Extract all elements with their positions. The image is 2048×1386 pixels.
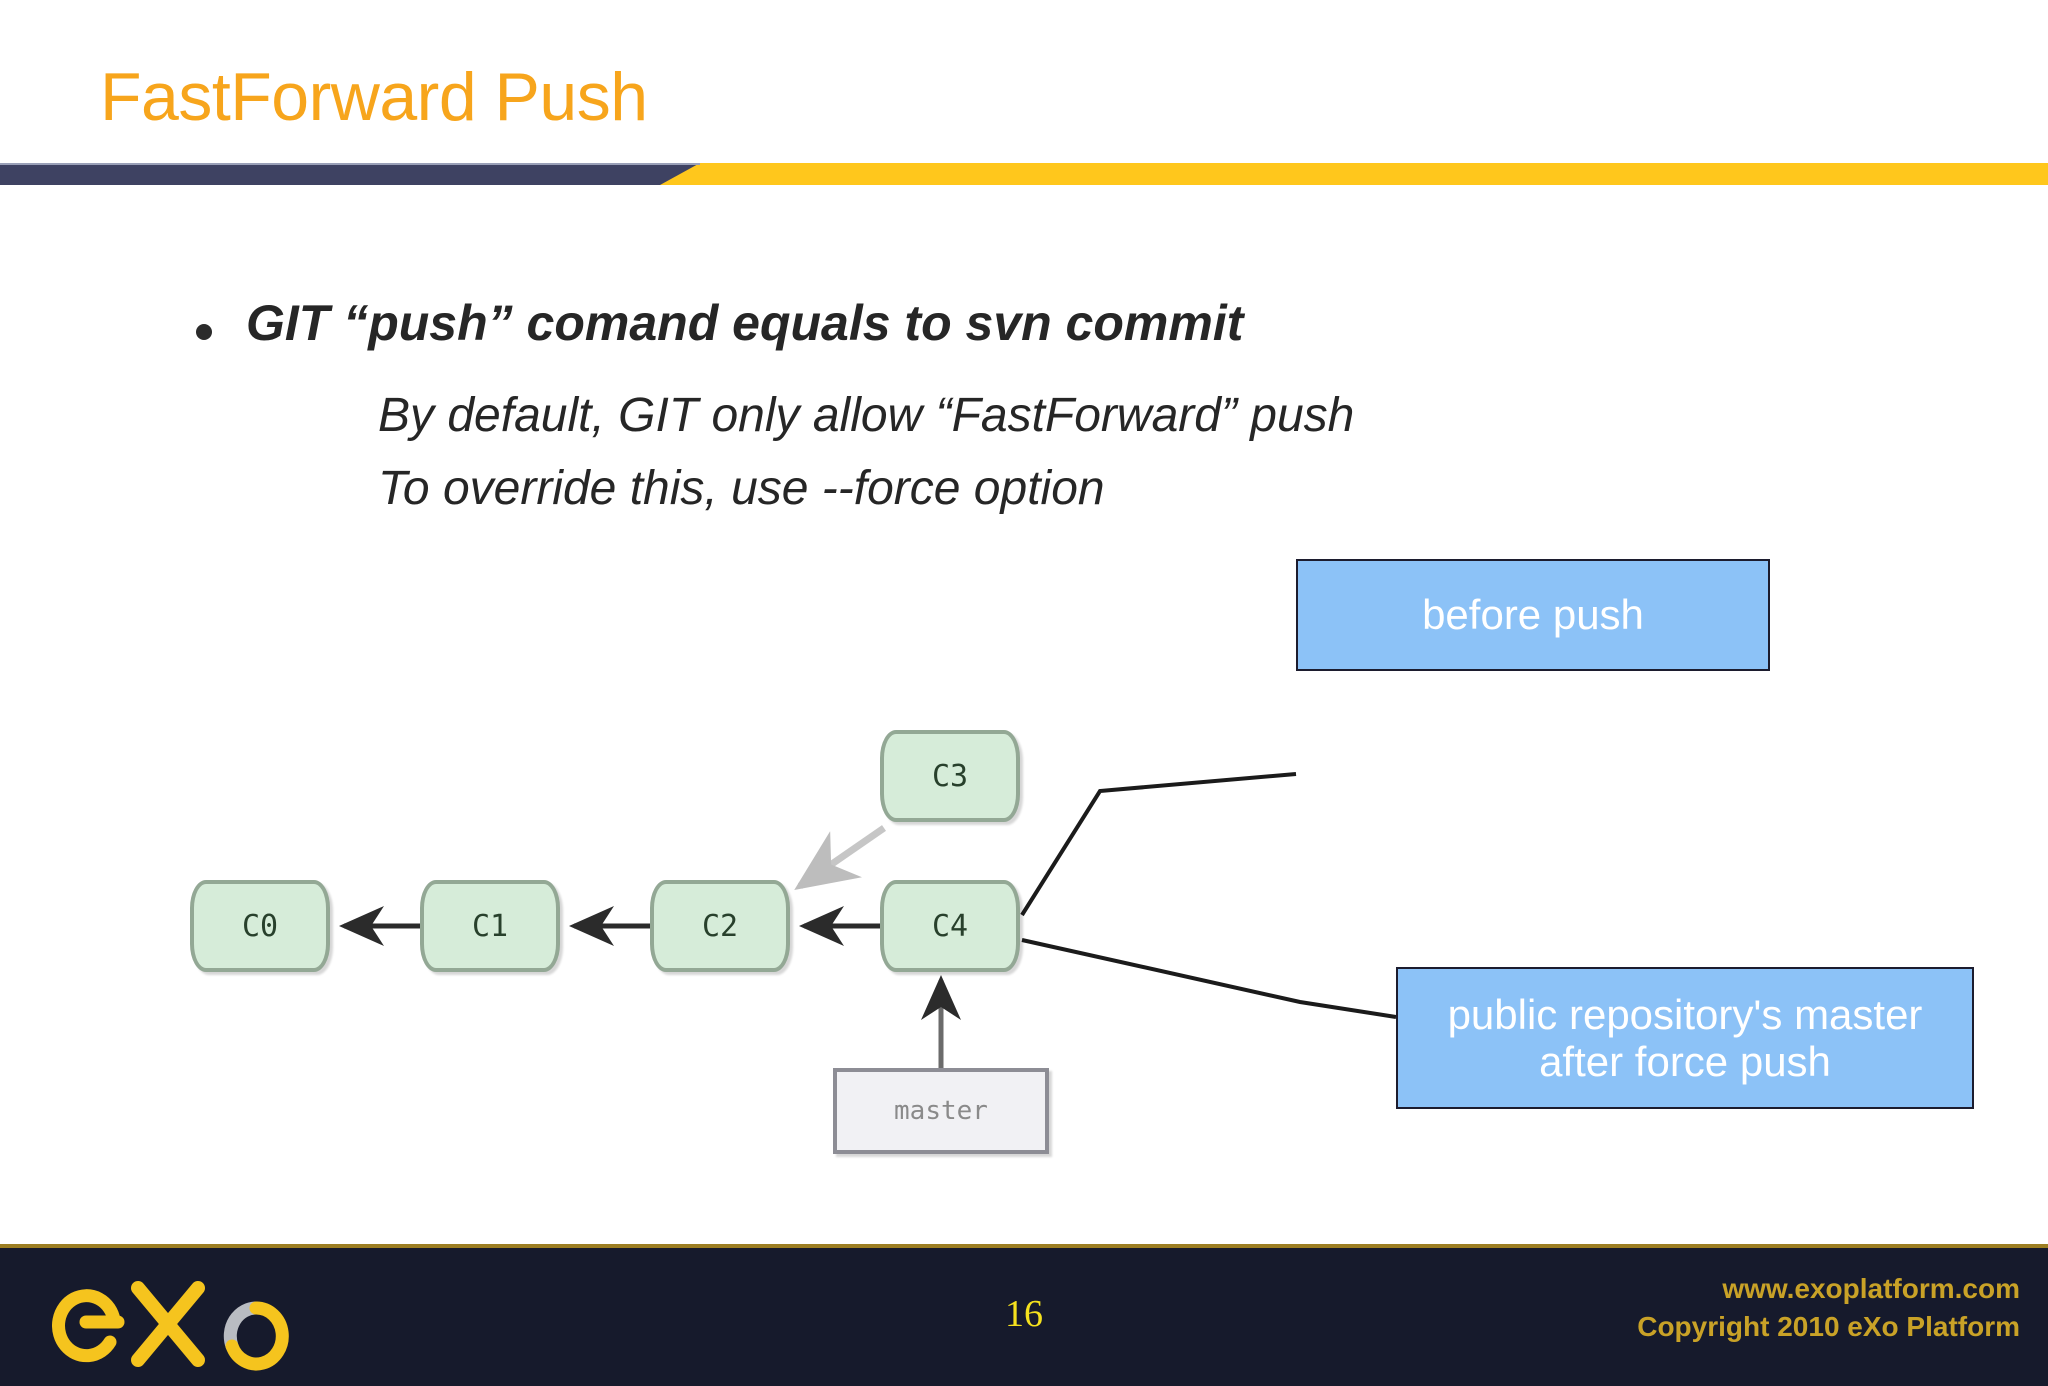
callout-after-force-push: public repository's master after force p… [1396, 967, 1974, 1109]
commit-node-c4[interactable]: C4 [880, 880, 1020, 972]
diagram-edges [339, 772, 1397, 1068]
bullet-dot-icon [196, 324, 212, 340]
header-divider [0, 163, 2048, 185]
page-title: FastForward Push [100, 59, 648, 135]
footer: 16 www.exoplatform.com Copyright 2010 eX… [0, 1244, 2048, 1386]
commit-graph-diagram: C0 C1 C2 C3 C4 master [0, 540, 2048, 1200]
callout-after-line-1: public repository's master [1447, 990, 1923, 1038]
bullet-text: GIT “push” comand equals to svn commit [246, 295, 1244, 351]
page-number: 16 [1005, 1293, 1043, 1335]
commit-node-c3[interactable]: C3 [880, 730, 1020, 822]
callout-before-push: before push [1296, 559, 1770, 671]
bullet-row: GIT “push” comand equals to svn commit [196, 298, 1243, 348]
footer-copyright: Copyright 2010 eXo Platform [1637, 1310, 2020, 1342]
commit-node-c2[interactable]: C2 [650, 880, 790, 972]
subtext-line-1: By default, GIT only allow “FastForward”… [378, 389, 1355, 442]
branch-label-master[interactable]: master [833, 1068, 1049, 1154]
commit-node-c1[interactable]: C1 [420, 880, 560, 972]
footer-info: www.exoplatform.com Copyright 2010 eXo P… [1637, 1270, 2020, 1346]
callout-before-push-label: before push [1422, 591, 1644, 639]
commit-node-c0[interactable]: C0 [190, 880, 330, 972]
footer-website[interactable]: www.exoplatform.com [1722, 1273, 2020, 1304]
exo-logo [52, 1281, 289, 1371]
callout-after-line-2: after force push [1539, 1038, 1831, 1085]
callout-after-force-push-label: public repository's master after force p… [1448, 991, 1923, 1085]
subtext-line-2: To override this, use --force option [378, 462, 1105, 515]
